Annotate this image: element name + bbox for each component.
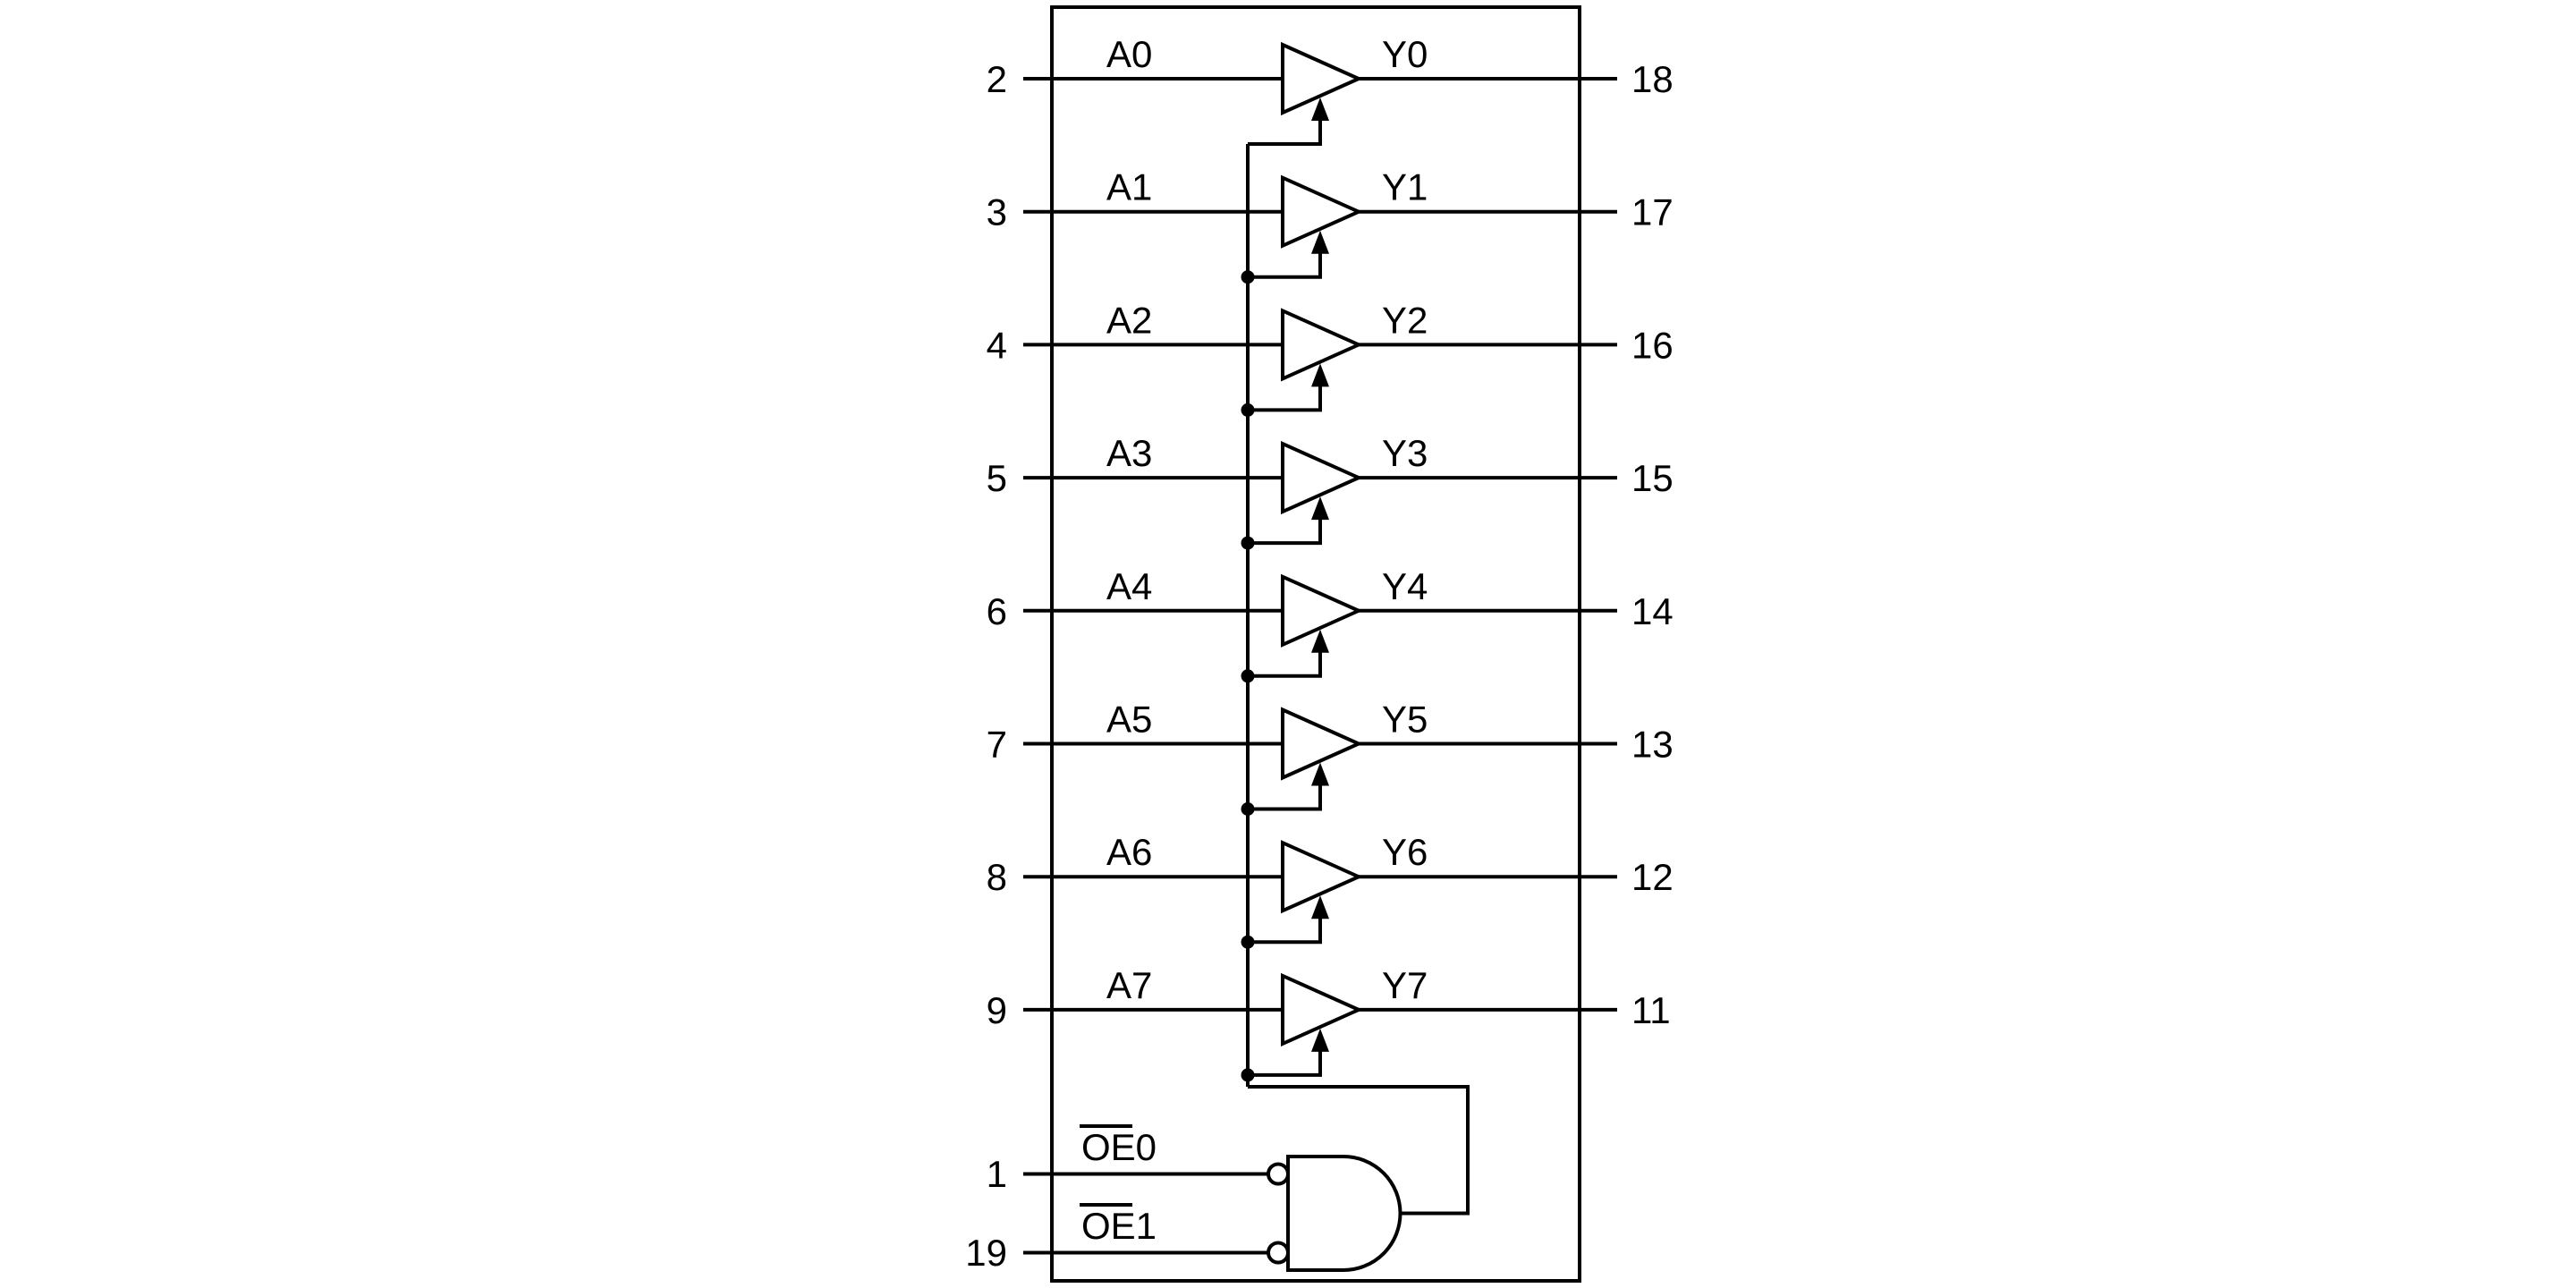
enable-arrowhead-icon [1311, 895, 1329, 919]
oe1-inverter-bubble [1267, 1241, 1290, 1265]
enable-branch-wire [1248, 914, 1322, 945]
output-pin-number: 13 [1631, 724, 1674, 766]
enable-arrowhead-icon [1311, 363, 1329, 387]
input-pin-number: 3 [987, 191, 1007, 233]
buffer-row-a2: 4 A2 Y2 16 [987, 299, 1674, 417]
buffer-row-a6: 8 A6 Y6 12 [987, 831, 1674, 949]
junction-dot [1241, 669, 1255, 683]
input-signal-label: A0 [1106, 33, 1152, 75]
output-pin-number: 12 [1631, 856, 1674, 898]
enable-branch-wire [1248, 648, 1322, 678]
buffer-row-a0: 2 A0 Y0 18 [987, 33, 1674, 146]
enable-branch-wire [1248, 249, 1322, 279]
output-signal-label: Y1 [1382, 166, 1428, 208]
output-signal-label: Y3 [1382, 432, 1428, 474]
enable-gate-output-wire [1248, 1085, 1470, 1216]
enable-branch-wire [1248, 1046, 1322, 1077]
output-pin-number: 15 [1631, 457, 1674, 499]
output-signal-label: Y6 [1382, 831, 1428, 873]
buffer-triangle [1281, 840, 1363, 914]
enable-branch-wire [1248, 382, 1322, 412]
input-signal-label: A7 [1106, 964, 1152, 1006]
output-pin-number: 17 [1631, 191, 1674, 233]
enable-arrowhead-icon [1311, 230, 1329, 254]
buffer-triangle [1281, 41, 1363, 116]
input-pin-number: 8 [987, 856, 1007, 898]
input-pin-number: 9 [987, 989, 1007, 1031]
enable-arrowhead-icon [1311, 762, 1329, 786]
output-pin-number: 18 [1631, 58, 1674, 100]
input-signal-label: A4 [1106, 565, 1152, 607]
input-signal-label: A1 [1106, 166, 1152, 208]
enable-arrowhead-icon [1311, 97, 1329, 121]
output-pin-number: 16 [1631, 324, 1674, 366]
enable-arrowhead-icon [1311, 496, 1329, 521]
buffer-triangle [1281, 441, 1363, 515]
oe1-signal-label: OE1 [1081, 1205, 1157, 1247]
buffer-triangle [1281, 573, 1363, 648]
input-signal-label: A2 [1106, 299, 1152, 341]
input-pin-number: 2 [987, 58, 1007, 100]
output-signal-label: Y7 [1382, 964, 1428, 1006]
output-pin-number: 14 [1631, 590, 1674, 632]
junction-dot [1241, 1068, 1255, 1082]
oe0-pin-number: 1 [987, 1153, 1007, 1195]
output-pin-number: 11 [1631, 989, 1671, 1031]
output-signal-label: Y0 [1382, 33, 1428, 75]
buffer-row-a1: 3 A1 Y1 17 [987, 166, 1674, 284]
enable-gate-section: 1 OE0 19 OE1 [965, 1085, 1470, 1274]
buffer-triangle [1281, 308, 1363, 382]
chip-body-outline [1050, 5, 1581, 1283]
input-signal-label: A3 [1106, 432, 1152, 474]
oe0-inverter-bubble [1267, 1162, 1290, 1186]
buffer-triangle [1281, 972, 1363, 1046]
input-pin-number: 5 [987, 457, 1007, 499]
buffer-row-a4: 6 A4 Y4 14 [987, 565, 1674, 683]
buffer-triangle [1281, 174, 1363, 249]
enable-arrowhead-icon [1311, 1028, 1329, 1052]
enable-branch-wire [1248, 116, 1322, 146]
input-pin-number: 6 [987, 590, 1007, 632]
buffer-row-a7: 9 A7 Y7 11 [987, 964, 1671, 1082]
oe0-signal-label: OE0 [1081, 1126, 1157, 1168]
input-signal-label: A5 [1106, 699, 1152, 741]
enable-branch-wire [1248, 515, 1322, 546]
junction-dot [1241, 402, 1255, 417]
oe1-pin-number: 19 [965, 1232, 1007, 1274]
buffer-rows: 2 A0 Y0 18 3 A1 Y1 17 4 A2 Y2 16 5 A3 Y3 15 6 A4 Y4 14 7 A5 Y5… [987, 33, 1674, 1082]
enable-arrowhead-icon [1311, 629, 1329, 653]
buffer-row-a3: 5 A3 Y3 15 [987, 432, 1674, 550]
output-signal-label: Y4 [1382, 565, 1428, 607]
enable-branch-wire [1248, 781, 1322, 811]
output-signal-label: Y5 [1382, 699, 1428, 741]
junction-dot [1241, 270, 1255, 284]
buffer-row-a5: 7 A5 Y5 13 [987, 699, 1674, 816]
input-pin-number: 4 [987, 324, 1007, 366]
output-signal-label: Y2 [1382, 299, 1428, 341]
input-signal-label: A6 [1106, 831, 1152, 873]
junction-dot [1241, 802, 1255, 816]
junction-dot [1241, 935, 1255, 949]
enable-and-gate-body [1286, 1155, 1402, 1272]
input-pin-number: 7 [987, 724, 1007, 766]
junction-dot [1241, 536, 1255, 550]
buffer-triangle [1281, 707, 1363, 781]
